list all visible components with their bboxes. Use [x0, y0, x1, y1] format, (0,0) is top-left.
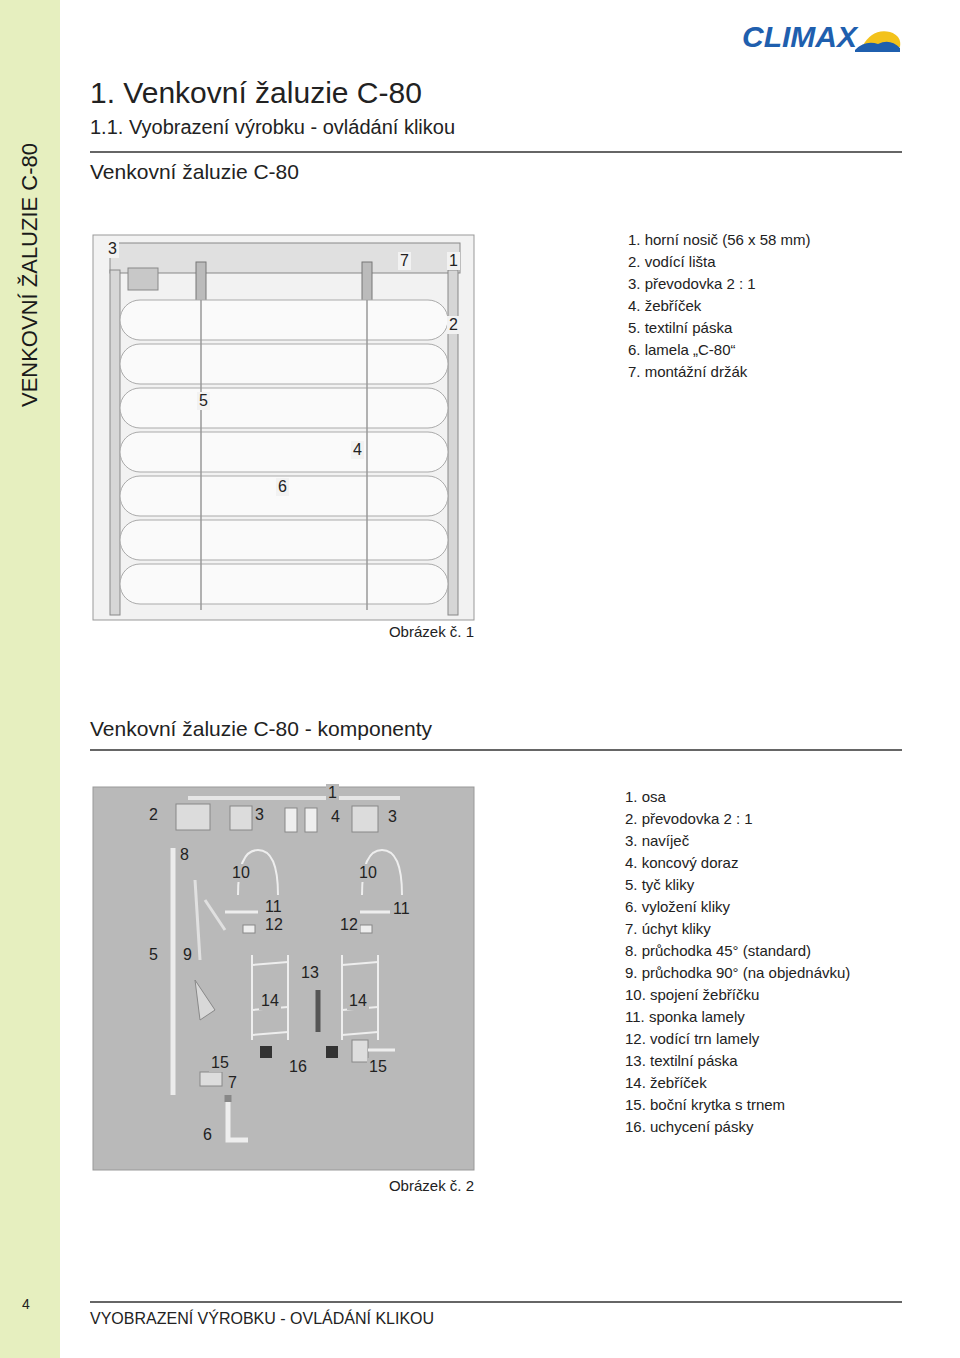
legend-item: 2. vodící lišta — [628, 253, 716, 270]
legend-item: 1. horní nosič (56 x 58 mm) — [628, 231, 811, 248]
components-photo — [93, 787, 474, 1170]
legend-item: 10. spojení žebříčku — [625, 986, 759, 1003]
callout-number: 14 — [347, 992, 369, 1010]
callout-number: 1 — [447, 252, 460, 270]
logo-text: CLIMAX — [742, 20, 857, 55]
footer-text: VYOBRAZENÍ VÝROBKU - OVLÁDÁNÍ KLIKOU — [90, 1310, 434, 1328]
legend-item: 2. převodovka 2 : 1 — [625, 810, 753, 827]
blind-photo — [93, 235, 474, 620]
legend-item: 13. textilní páska — [625, 1052, 738, 1069]
figure-heading: Venkovní žaluzie C-80 — [90, 160, 299, 184]
callout-number: 12 — [338, 916, 360, 934]
legend-item: 11. sponka lamely — [625, 1008, 745, 1025]
callout-number: 8 — [178, 846, 191, 864]
callout-number: 6 — [276, 478, 289, 496]
callout-number: 4 — [351, 441, 364, 459]
callout-number: 3 — [386, 808, 399, 826]
callout-number: 16 — [287, 1058, 309, 1076]
callout-number: 3 — [253, 806, 266, 824]
callout-number: 13 — [299, 964, 321, 982]
legend-item: 5. tyč kliky — [625, 876, 694, 893]
legend-item: 12. vodící trn lamely — [625, 1030, 759, 1047]
legend-item: 15. boční krytka s trnem — [625, 1096, 785, 1113]
callout-number: 10 — [357, 864, 379, 882]
climax-logo-mark — [855, 31, 900, 52]
callout-number: 2 — [147, 806, 160, 824]
callout-number: 14 — [259, 992, 281, 1010]
rule — [90, 749, 902, 751]
callout-number: 7 — [398, 252, 411, 270]
callout-number: 6 — [201, 1126, 214, 1144]
side-tab-text: VENKOVNÍ ŽALUZIE C-80 — [17, 143, 42, 407]
callout-number: 3 — [106, 240, 119, 258]
figure-heading: Venkovní žaluzie C-80 - komponenty — [90, 717, 432, 741]
legend-item: 7. úchyt kliky — [625, 920, 711, 937]
section-subtitle: 1.1. Vyobrazení výrobku - ovládání kliko… — [90, 116, 455, 139]
callout-number: 11 — [263, 898, 284, 916]
page-number: 4 — [22, 1296, 30, 1312]
legend-item: 4. žebříček — [628, 297, 701, 314]
callout-number: 2 — [447, 316, 460, 334]
legend-item: 3. navíječ — [625, 832, 689, 849]
legend-item: 16. uchycení pásky — [625, 1118, 753, 1135]
legend-item: 1. osa — [625, 788, 666, 805]
callout-number: 7 — [226, 1074, 239, 1092]
callout-number: 4 — [329, 808, 342, 826]
page-title: 1. Venkovní žaluzie C-80 — [90, 76, 422, 111]
legend-item: 5. textilní páska — [628, 319, 732, 336]
callout-number: 11 — [391, 900, 412, 918]
callout-number: 5 — [147, 946, 160, 964]
callout-number: 15 — [209, 1054, 231, 1072]
legend-item: 14. žebříček — [625, 1074, 707, 1091]
legend-item: 4. koncový doraz — [625, 854, 738, 871]
figure-caption: Obrázek č. 2 — [389, 1177, 474, 1194]
legend-item: 6. lamela „C-80“ — [628, 341, 736, 358]
side-band — [0, 0, 60, 1358]
legend-item: 7. montážní držák — [628, 363, 747, 380]
legend-item: 6. vyložení kliky — [625, 898, 730, 915]
legend-item: 3. převodovka 2 : 1 — [628, 275, 756, 292]
rule — [90, 151, 902, 153]
callout-number: 12 — [263, 916, 285, 934]
rule — [90, 1301, 902, 1303]
legend-item: 9. průchodka 90° (na objednávku) — [625, 964, 850, 981]
callout-number: 9 — [181, 946, 194, 964]
figure-caption: Obrázek č. 1 — [389, 623, 474, 640]
callout-number: 1 — [326, 784, 339, 802]
callout-number: 15 — [367, 1058, 389, 1076]
callout-number: 10 — [230, 864, 252, 882]
callout-number: 5 — [197, 392, 210, 410]
legend-item: 8. průchodka 45° (standard) — [625, 942, 811, 959]
